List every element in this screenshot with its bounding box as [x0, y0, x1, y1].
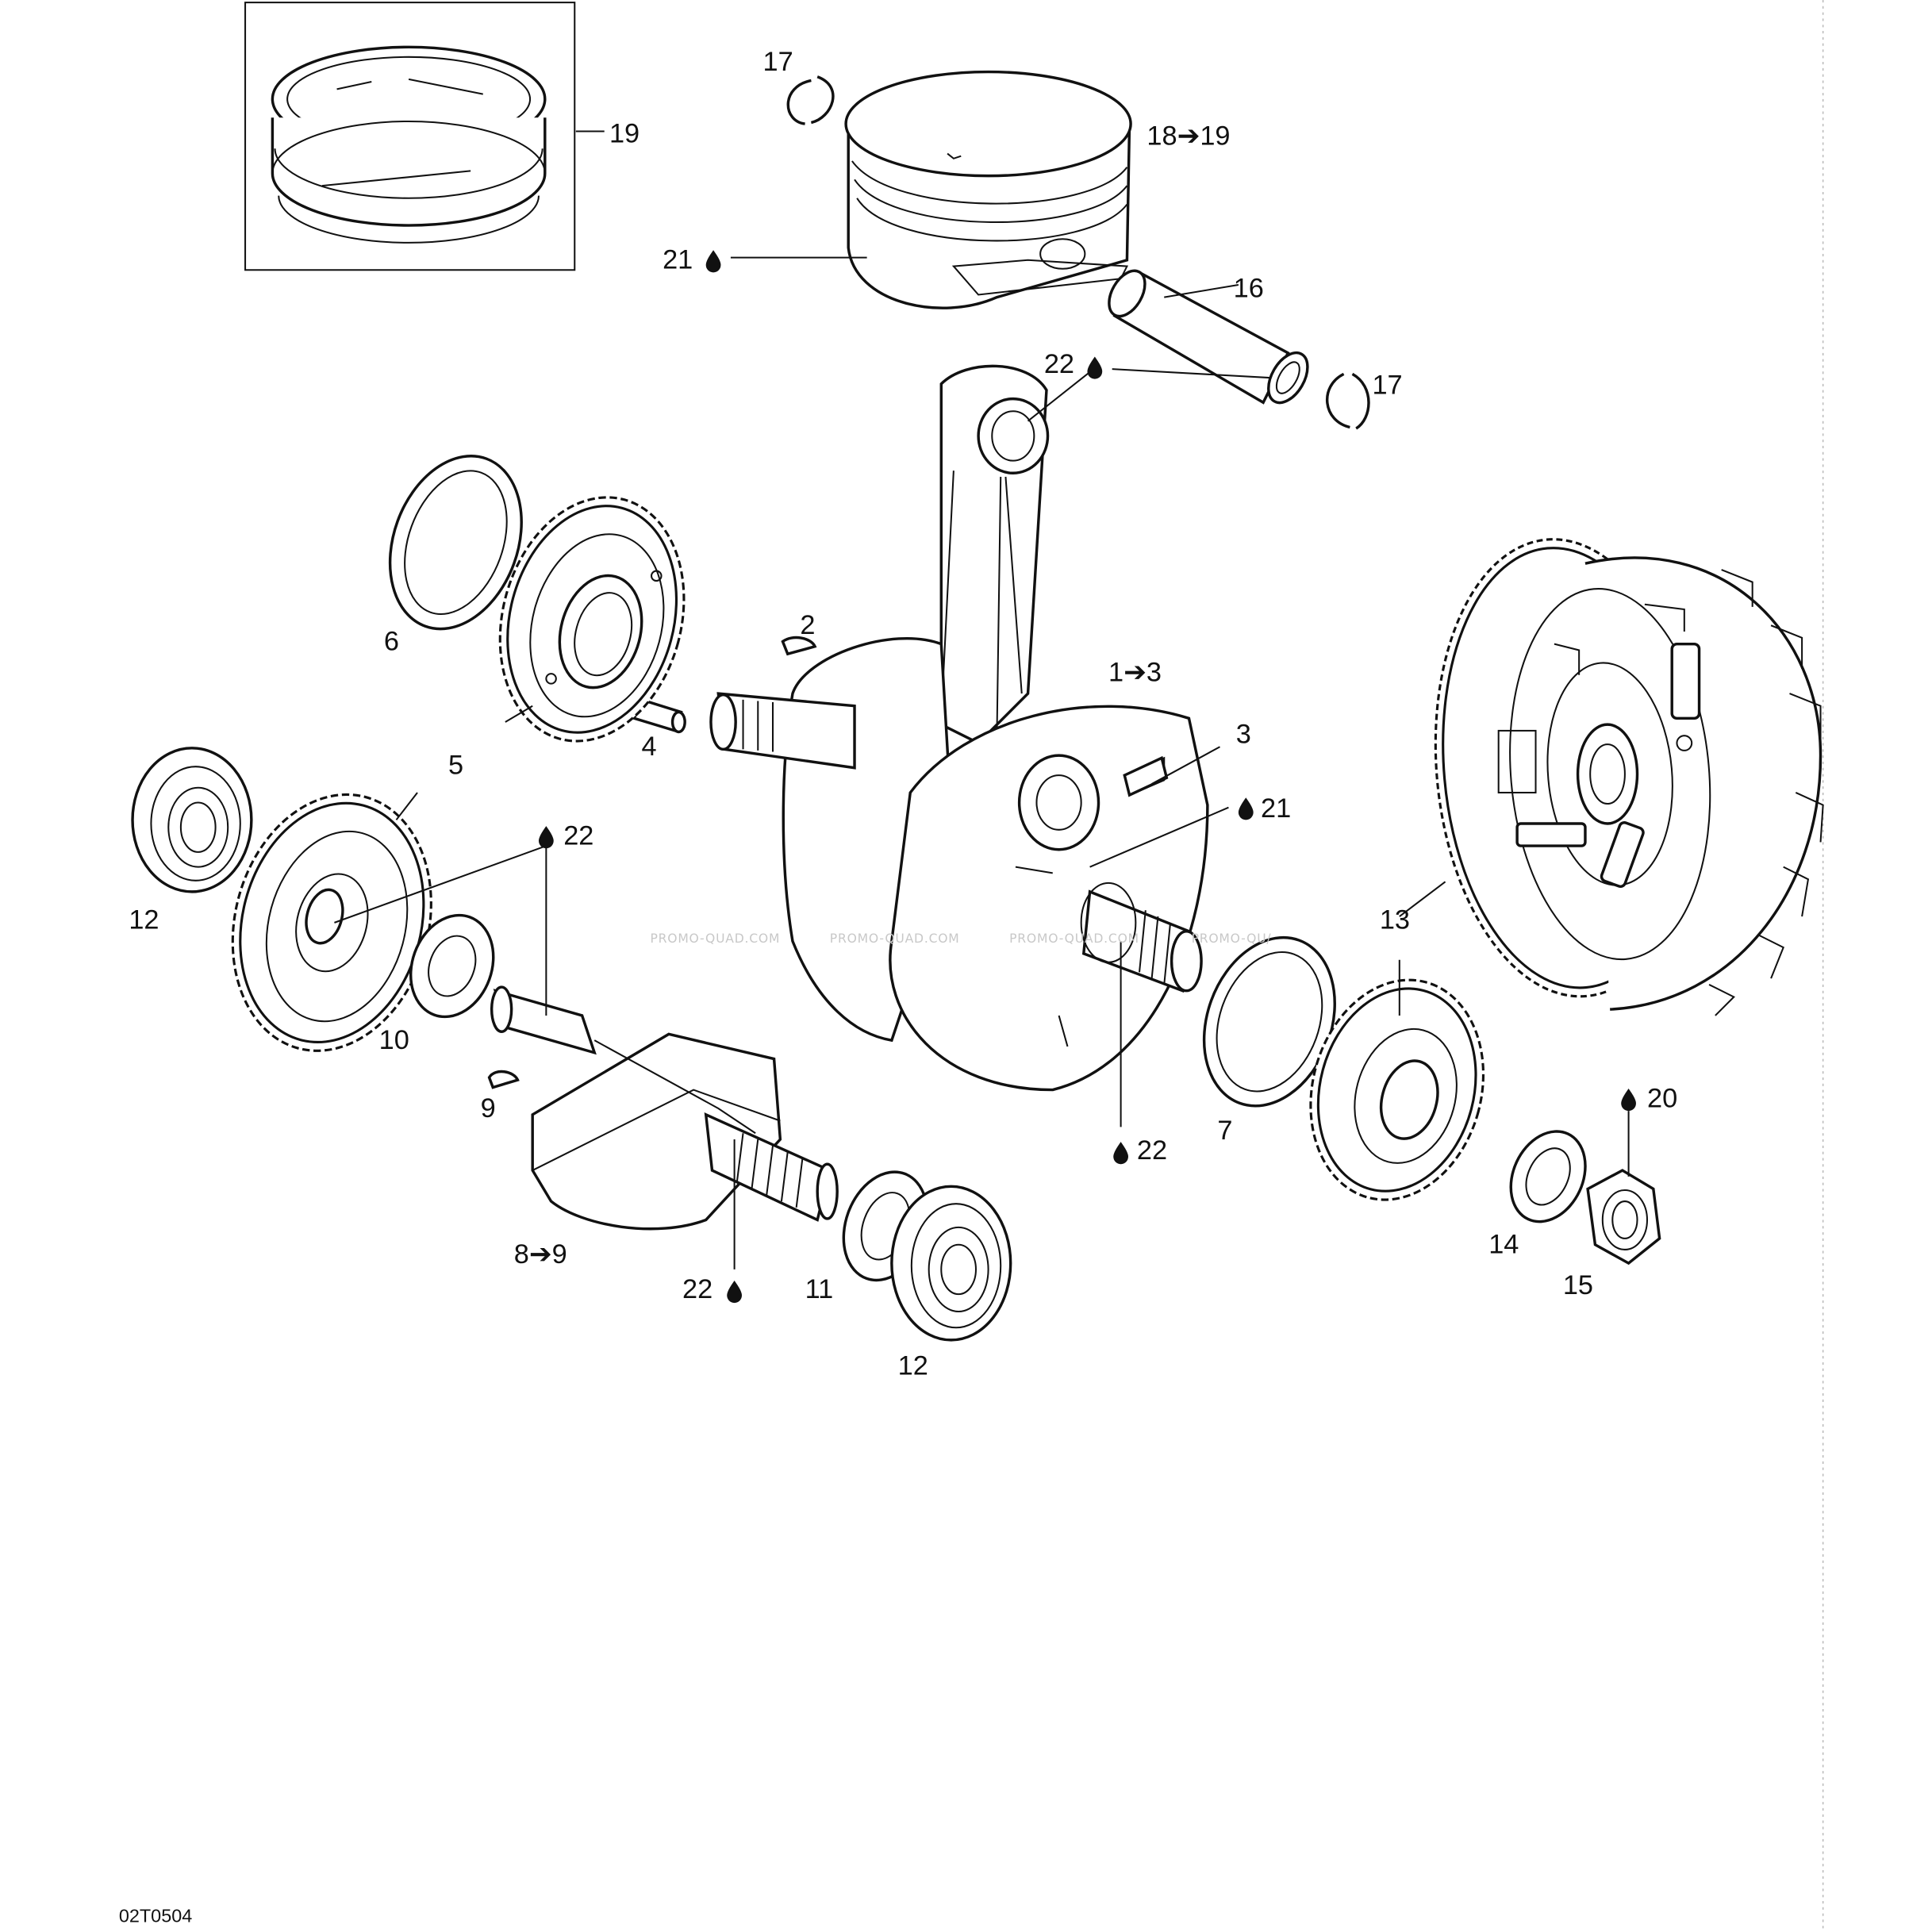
label-18-19: 18➔19: [1147, 121, 1230, 152]
diagram-code: 02T0504: [119, 1906, 192, 1926]
dowel-pin-4: [632, 697, 686, 734]
label-17-top: 17: [763, 47, 793, 77]
lock-washer-14: [1509, 1130, 1587, 1223]
watermark-4: PROMO-QU/: [1192, 931, 1272, 946]
oil-drop-icon: [538, 826, 554, 849]
circlip-top: [786, 75, 835, 125]
label-15: 15: [1563, 1270, 1593, 1300]
label-5: 5: [448, 751, 463, 781]
circlip-right: [1325, 372, 1370, 430]
label-2: 2: [800, 610, 815, 640]
label-16: 16: [1234, 274, 1264, 304]
label-12-left: 12: [129, 905, 159, 935]
bearing-12-bottom: [890, 1185, 1012, 1342]
label-8-9: 8➔9: [514, 1239, 567, 1269]
label-21-piston: 21: [663, 245, 693, 275]
label-7: 7: [1217, 1116, 1232, 1146]
key-3: [1123, 755, 1169, 797]
crank-gear: [1309, 978, 1485, 1201]
oil-drop-icon: [1113, 1142, 1128, 1165]
clutch-drum: [1434, 538, 1824, 1016]
label-14: 14: [1488, 1230, 1519, 1260]
part-labels: 17 19 18➔19 21 16 22 17 2 6 1➔3 3 4 5 21…: [129, 47, 1677, 1381]
label-10: 10: [379, 1025, 409, 1055]
label-17-right: 17: [1372, 370, 1402, 400]
label-3: 3: [1236, 720, 1251, 750]
label-22-balancer: 22: [682, 1274, 712, 1304]
crankshaft: [709, 637, 1209, 1092]
watermark-3: PROMO-QUAD.COM: [1009, 931, 1139, 946]
gear-5-lower: [231, 793, 432, 1052]
watermark-2: PROMO-QUAD.COM: [830, 931, 960, 946]
key-9: [487, 1070, 520, 1089]
label-12-bottom: 12: [898, 1351, 928, 1381]
oil-drop-icon: [1621, 1089, 1636, 1112]
label-9: 9: [481, 1093, 496, 1123]
piston: [844, 70, 1132, 309]
label-22-gear: 22: [563, 821, 593, 851]
nut-15: [1586, 1169, 1661, 1266]
connecting-rod: [939, 364, 1050, 745]
label-19: 19: [609, 119, 640, 149]
bearing-12-left: [131, 747, 253, 893]
gear-5-upper: [498, 496, 686, 743]
oil-drop-icon: [727, 1280, 742, 1304]
label-6: 6: [384, 626, 399, 656]
shim-6: [388, 455, 523, 631]
label-22-crank: 22: [1137, 1135, 1167, 1166]
leader-lines: [334, 130, 1630, 1269]
label-4: 4: [642, 732, 657, 762]
label-13: 13: [1380, 905, 1410, 935]
label-1-3: 1➔3: [1108, 657, 1162, 687]
label-22-pin: 22: [1044, 349, 1074, 379]
label-11: 11: [805, 1274, 834, 1304]
watermark-1: PROMO-QUAD.COM: [650, 931, 780, 946]
woodruff-key-2: [781, 636, 817, 656]
label-21-crank: 21: [1261, 793, 1291, 824]
watermarks: PROMO-QUAD.COM PROMO-QUAD.COM PROMO-QUAD…: [650, 931, 1272, 946]
oil-drop-icon: [705, 250, 721, 273]
oil-drop-icon: [1238, 797, 1254, 820]
balancer-shaft: [490, 985, 839, 1231]
piston-pin: [1108, 269, 1309, 405]
piston-rings-inset: [244, 2, 576, 271]
shim-10: [409, 913, 495, 1019]
oil-drop-icon: [1087, 356, 1103, 379]
label-20: 20: [1647, 1083, 1677, 1113]
